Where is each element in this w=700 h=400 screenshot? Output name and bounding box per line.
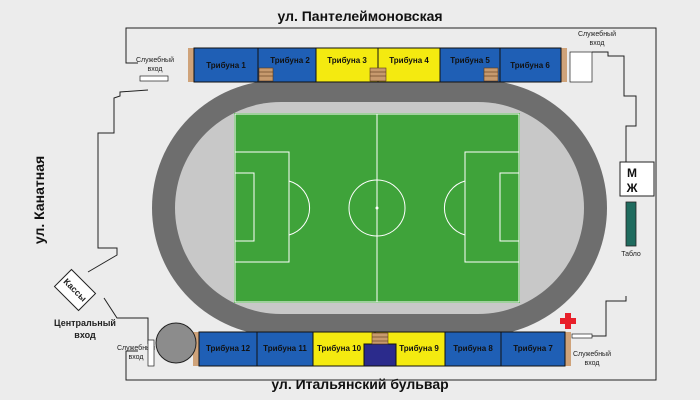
corner-tower xyxy=(155,322,197,364)
gate xyxy=(147,339,155,367)
stand-tribuna-6[interactable] xyxy=(499,47,562,83)
gate xyxy=(139,75,169,82)
stand-tribuna-1[interactable] xyxy=(193,47,259,83)
service-entrance-bottom-left: Служебный вход xyxy=(117,339,155,367)
stadium-bowl xyxy=(152,80,607,336)
stand-end-cap xyxy=(188,48,194,82)
stand-end-cap xyxy=(561,48,567,82)
stand-label: Трибуна 12 xyxy=(206,344,251,353)
service-entrance-label: вход xyxy=(129,354,144,361)
stand-tribuna-3[interactable] xyxy=(315,47,379,83)
stairs-icon xyxy=(258,67,274,82)
stand-label: Трибуна 9 xyxy=(399,344,439,353)
service-entrance-label: вход xyxy=(590,40,605,47)
service-entrance-label: Служебный xyxy=(117,344,155,352)
street-west-label: ул. Канатная xyxy=(31,156,47,244)
stand-label: Трибуна 10 xyxy=(317,344,362,353)
toilet-men-label: М xyxy=(627,166,637,180)
gate xyxy=(571,333,593,339)
scoreboard xyxy=(625,201,637,247)
service-entrance-label: Служебный xyxy=(578,30,616,38)
toilets[interactable]: М Ж xyxy=(619,161,655,197)
main-entrance-label: Центральный xyxy=(54,318,116,328)
toilet-women-label: Ж xyxy=(626,181,638,195)
service-entrance-top-left: Служебный вход xyxy=(136,56,174,82)
stand-label: Трибуна 2 xyxy=(270,56,310,65)
service-entrance-label: Служебный xyxy=(136,56,174,64)
stand-label: Трибуна 5 xyxy=(450,56,490,65)
stairs-icon xyxy=(483,67,499,82)
service-entrance-label: вход xyxy=(148,66,163,73)
stairs-icon xyxy=(371,332,389,345)
service-entrance-label: Служебный xyxy=(573,350,611,358)
gate xyxy=(569,51,593,83)
stand-label: Трибуна 6 xyxy=(510,61,550,70)
stand-tribuna-11[interactable] xyxy=(256,331,314,367)
main-entrance-label: вход xyxy=(74,330,96,340)
stand-end-cap xyxy=(193,332,199,366)
service-entrance-top-right: Служебный вход xyxy=(569,30,616,83)
stand-end-cap xyxy=(565,332,571,366)
vip-box xyxy=(363,343,397,367)
stand-tribuna-7[interactable] xyxy=(500,331,566,367)
stand-label: Трибуна 1 xyxy=(206,61,246,70)
service-entrance-bottom-right: Служебный вход xyxy=(571,333,611,367)
stand-label: Трибуна 4 xyxy=(389,56,429,65)
scoreboard-label: Табло xyxy=(621,250,641,258)
stand-tribuna-8[interactable] xyxy=(444,331,502,367)
stand-label: Трибуна 11 xyxy=(263,344,307,353)
stand-tribuna-4[interactable] xyxy=(377,47,441,83)
stand-label: Трибуна 8 xyxy=(453,344,493,353)
ticket-office[interactable]: Кассы xyxy=(53,268,97,312)
first-aid-icon xyxy=(560,313,576,329)
stand-label: Трибуна 3 xyxy=(327,56,367,65)
center-spot xyxy=(375,206,379,210)
stand-label: Трибуна 7 xyxy=(513,344,553,353)
bottom-stands: Трибуна 12 Трибуна 11 Трибуна 10 Трибуна… xyxy=(193,331,571,367)
service-entrance-label: вход xyxy=(585,360,600,367)
street-north-label: ул. Пантелеймоновская xyxy=(277,8,442,24)
perimeter-fence xyxy=(87,27,657,381)
top-stands: Трибуна 1 Трибуна 2 Трибуна 3 Трибуна 4 … xyxy=(188,47,567,83)
street-south-label: ул. Итальянский бульвар xyxy=(271,376,448,392)
stairs-icon xyxy=(369,67,387,82)
